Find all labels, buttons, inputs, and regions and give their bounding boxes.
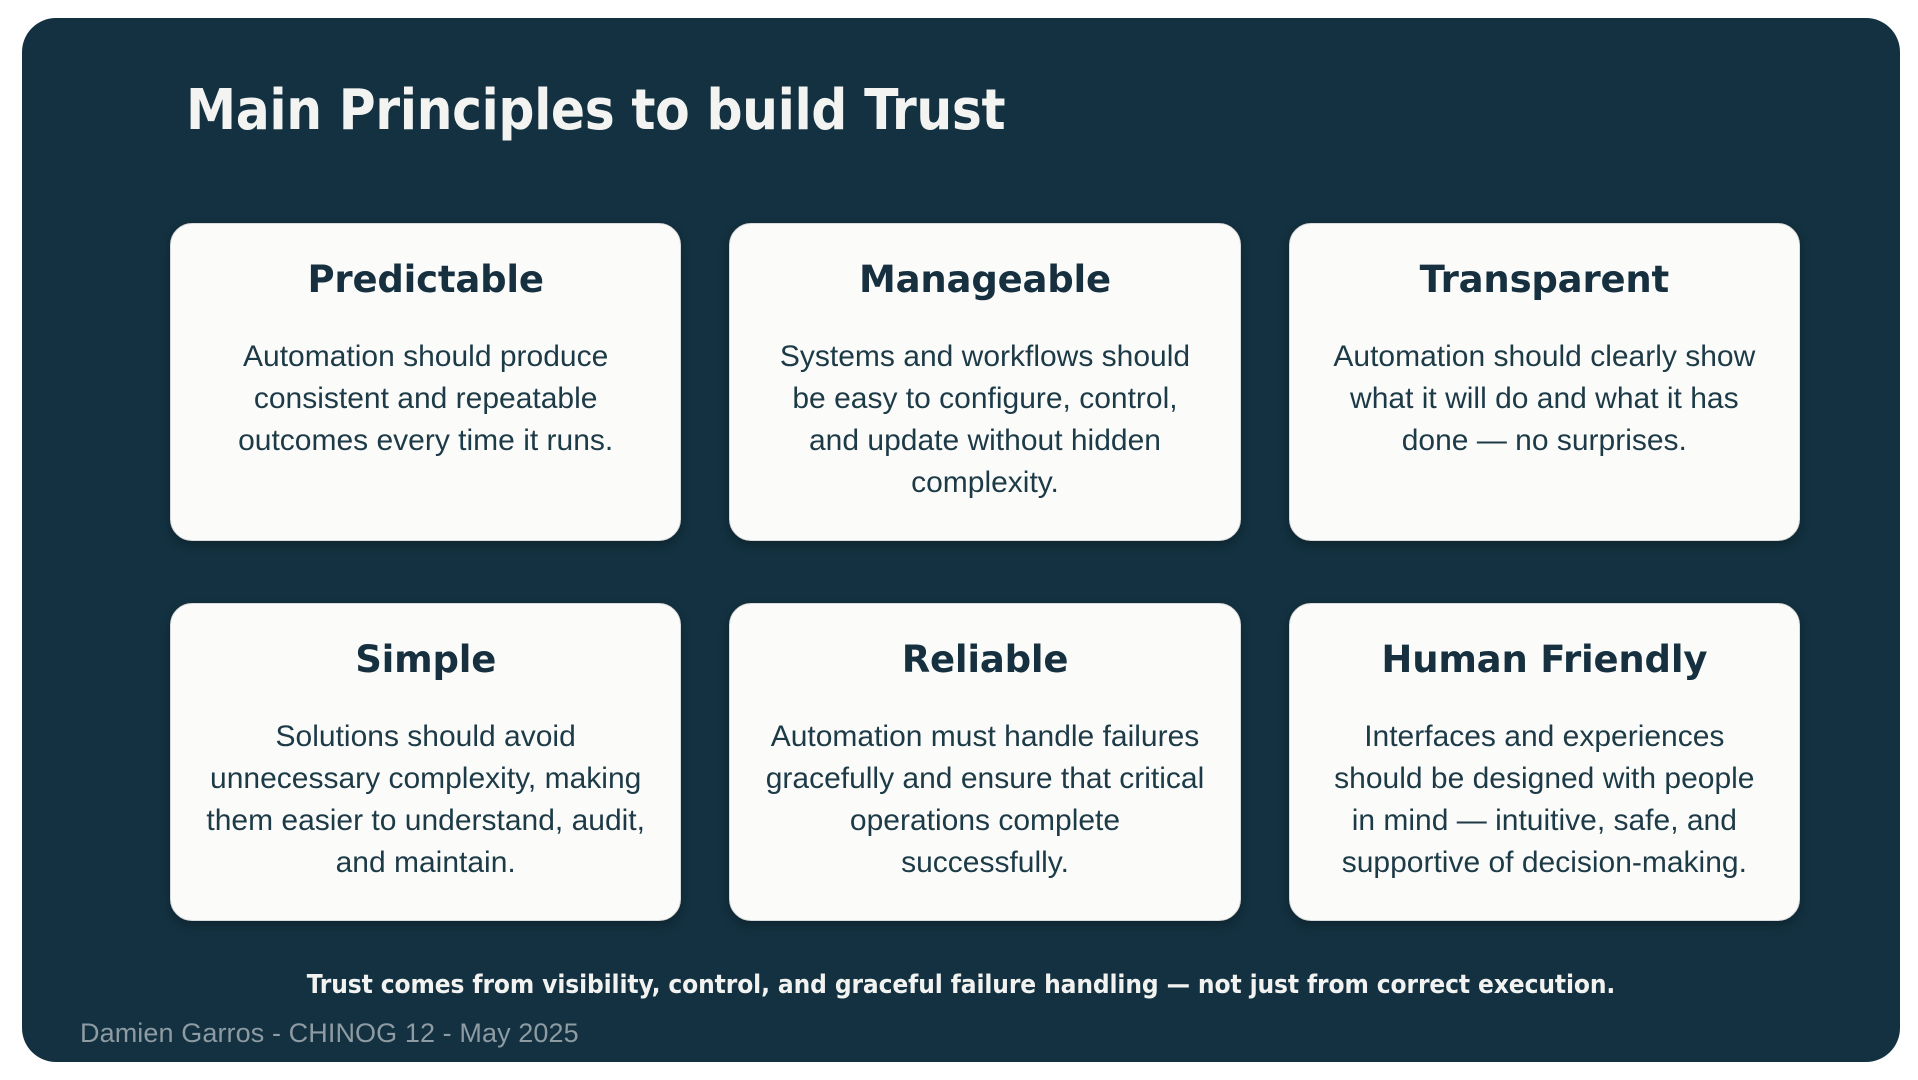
card-body: Systems and workflows should be easy to …	[779, 339, 1191, 499]
card-title: Transparent	[1419, 258, 1670, 301]
card-body: Automation must handle failures graceful…	[765, 719, 1205, 879]
principles-grid: Predictable Automation should produce co…	[170, 223, 1800, 921]
principle-card-human-friendly: Human Friendly Interfaces and experience…	[1288, 603, 1800, 921]
card-body: Interfaces and experiences should be des…	[1334, 719, 1755, 879]
slide-panel: Main Principles to build Trust Predictab…	[22, 18, 1900, 1062]
card-body: Automation should produce consistent and…	[238, 339, 614, 457]
card-body: Solutions should avoid unnecessary compl…	[206, 719, 645, 879]
card-title: Manageable	[859, 258, 1111, 301]
card-title: Human Friendly	[1381, 638, 1708, 681]
card-title: Predictable	[307, 258, 544, 301]
principle-card-transparent: Transparent Automation should clearly sh…	[1288, 223, 1800, 541]
attribution-line: Damien Garros - CHINOG 12 - May 2025	[80, 1018, 579, 1048]
card-body: Automation should clearly show what it w…	[1333, 339, 1756, 457]
card-title: Simple	[355, 638, 497, 681]
page-title: Main Principles to build Trust	[186, 78, 1006, 143]
card-title: Reliable	[901, 638, 1069, 681]
principle-card-simple: Simple Solutions should avoid unnecessar…	[170, 603, 682, 921]
principle-card-predictable: Predictable Automation should produce co…	[170, 223, 682, 541]
principle-card-reliable: Reliable Automation must handle failures…	[729, 603, 1241, 921]
principle-card-manageable: Manageable Systems and workflows should …	[729, 223, 1241, 541]
footer-summary-note: Trust comes from visibility, control, an…	[306, 970, 1616, 1000]
